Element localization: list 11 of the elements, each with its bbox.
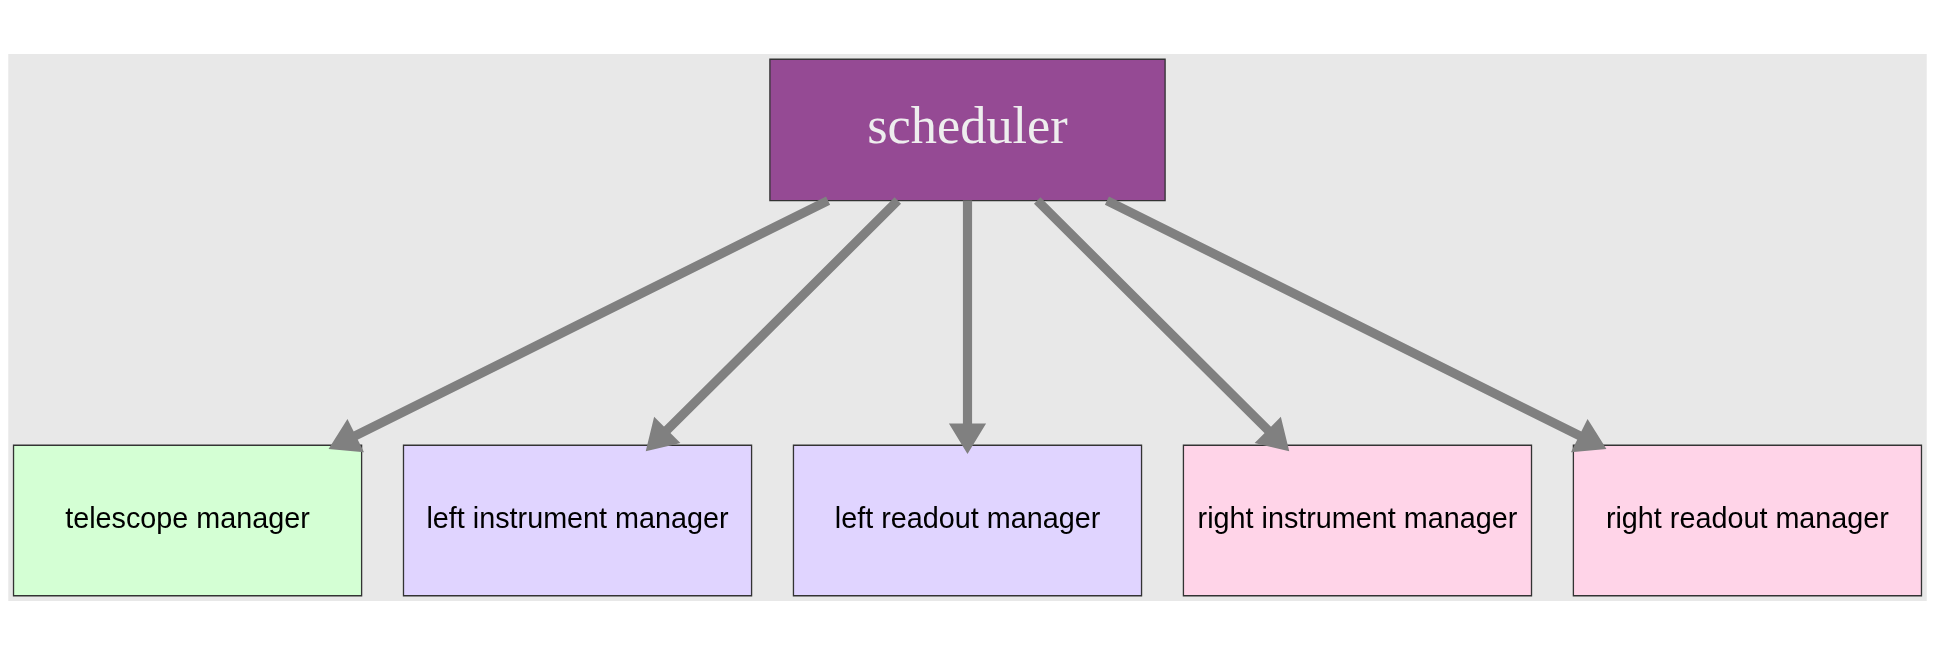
node-box: scheduler bbox=[769, 58, 1166, 201]
arrow bbox=[1104, 195, 1607, 452]
node-box: right readout manager bbox=[1572, 444, 1923, 596]
node-box: left instrument manager bbox=[402, 444, 753, 596]
arrow bbox=[948, 200, 987, 454]
node-box: left readout manager bbox=[792, 444, 1143, 596]
arrow bbox=[1034, 196, 1290, 451]
arrow bbox=[645, 196, 901, 451]
node-box: telescope manager bbox=[12, 444, 363, 596]
arrow bbox=[328, 195, 831, 452]
node-box: right instrument manager bbox=[1182, 444, 1533, 596]
